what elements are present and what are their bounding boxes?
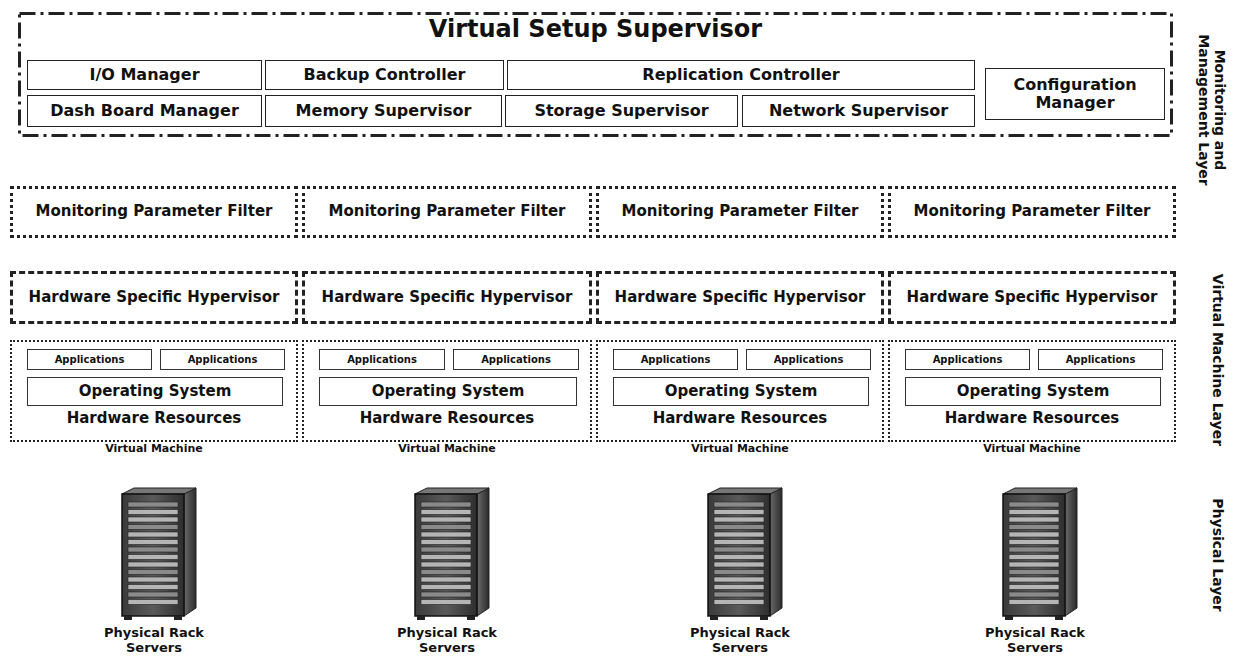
supervisor-box: Storage Supervisor — [505, 95, 738, 127]
box-label: Applications — [774, 354, 844, 366]
box-label: Hardware Specific Hypervisor — [615, 289, 866, 306]
hypervisor-box: Hardware Specific Hypervisor — [596, 271, 884, 324]
box-label: Operating System — [79, 383, 232, 400]
box-label: Storage Supervisor — [534, 102, 708, 120]
rack-server — [1003, 488, 1077, 620]
box-label: Backup Controller — [304, 66, 466, 84]
box-label: I/O Manager — [89, 66, 199, 84]
application-box: Applications — [319, 349, 445, 370]
panel-title: Virtual Setup Supervisor — [18, 16, 1173, 44]
layer-label: Virtual Machine Layer — [1210, 265, 1226, 455]
resource-label: Hardware Resources — [304, 410, 590, 427]
virtual-machine-box: Hardware ResourcesVirtual MachineApplica… — [10, 340, 298, 442]
supervisor-panel: Virtual Setup SupervisorI/O Manager Backu… — [18, 12, 1173, 137]
vm-caption: Virtual Machine — [12, 443, 296, 456]
box-label: Monitoring Parameter Filter — [622, 203, 859, 220]
box-label: Operating System — [665, 383, 818, 400]
box-label: Applications — [55, 354, 125, 366]
hypervisor-box: Hardware Specific Hypervisor — [302, 271, 592, 324]
supervisor-box: Memory Supervisor — [265, 95, 502, 127]
controller-box: Backup Controller — [265, 60, 504, 90]
rack-server — [708, 488, 782, 620]
box-label: Monitoring Parameter Filter — [329, 203, 566, 220]
controller-box: Replication Controller — [507, 60, 975, 90]
box-label: Monitoring Parameter Filter — [914, 203, 1151, 220]
box-label: Applications — [481, 354, 551, 366]
rack-server — [415, 488, 489, 620]
box-label: Operating System — [372, 383, 525, 400]
application-box: Applications — [613, 349, 738, 370]
manager-box: Configuration Manager — [985, 68, 1165, 120]
os-box: Operating System — [905, 377, 1161, 406]
application-box: Applications — [160, 349, 285, 370]
resource-label: Hardware Resources — [890, 410, 1174, 427]
box-label: Applications — [347, 354, 417, 366]
box-label: Configuration Manager — [992, 76, 1158, 113]
manager-box: Dash Board Manager — [27, 95, 262, 127]
server-caption: Physical Rack Servers — [84, 626, 224, 656]
box-label: Monitoring Parameter Filter — [36, 203, 273, 220]
box-label: Applications — [188, 354, 258, 366]
server-caption: Physical Rack Servers — [377, 626, 517, 656]
filter-box: Monitoring Parameter Filter — [888, 186, 1176, 238]
box-label: Applications — [933, 354, 1003, 366]
box-label: Hardware Specific Hypervisor — [29, 289, 280, 306]
box-label: Network Supervisor — [769, 102, 948, 120]
filter-box: Monitoring Parameter Filter — [10, 186, 298, 238]
os-box: Operating System — [319, 377, 577, 406]
application-box: Applications — [27, 349, 152, 370]
application-box: Applications — [453, 349, 579, 370]
box-label: Applications — [641, 354, 711, 366]
filter-box: Monitoring Parameter Filter — [302, 186, 592, 238]
hypervisor-box: Hardware Specific Hypervisor — [888, 271, 1176, 324]
virtual-machine-box: Hardware ResourcesVirtual MachineApplica… — [888, 340, 1176, 442]
layer-label: Physical Layer — [1210, 480, 1226, 630]
rack-server — [122, 488, 196, 620]
box-label: Memory Supervisor — [296, 102, 472, 120]
server-caption: Physical Rack Servers — [965, 626, 1105, 656]
box-label: Hardware Specific Hypervisor — [322, 289, 573, 306]
server-caption: Physical Rack Servers — [670, 626, 810, 656]
vm-caption: Virtual Machine — [598, 443, 882, 456]
virtual-machine-box: Hardware ResourcesVirtual MachineApplica… — [596, 340, 884, 442]
os-box: Operating System — [613, 377, 869, 406]
application-box: Applications — [746, 349, 871, 370]
box-label: Replication Controller — [642, 66, 839, 84]
resource-label: Hardware Resources — [598, 410, 882, 427]
vm-caption: Virtual Machine — [304, 443, 590, 456]
box-label: Applications — [1066, 354, 1136, 366]
application-box: Applications — [905, 349, 1030, 370]
box-label: Operating System — [957, 383, 1110, 400]
box-label: Dash Board Manager — [50, 102, 239, 120]
vm-caption: Virtual Machine — [890, 443, 1174, 456]
manager-box: I/O Manager — [27, 60, 262, 90]
virtual-machine-box: Hardware ResourcesVirtual MachineApplica… — [302, 340, 592, 442]
os-box: Operating System — [27, 377, 283, 406]
supervisor-box: Network Supervisor — [742, 95, 975, 127]
application-box: Applications — [1038, 349, 1163, 370]
resource-label: Hardware Resources — [12, 410, 296, 427]
layer-label: Monitoring and Management Layer — [1196, 15, 1228, 205]
box-label: Hardware Specific Hypervisor — [907, 289, 1158, 306]
filter-box: Monitoring Parameter Filter — [596, 186, 884, 238]
hypervisor-box: Hardware Specific Hypervisor — [10, 271, 298, 324]
